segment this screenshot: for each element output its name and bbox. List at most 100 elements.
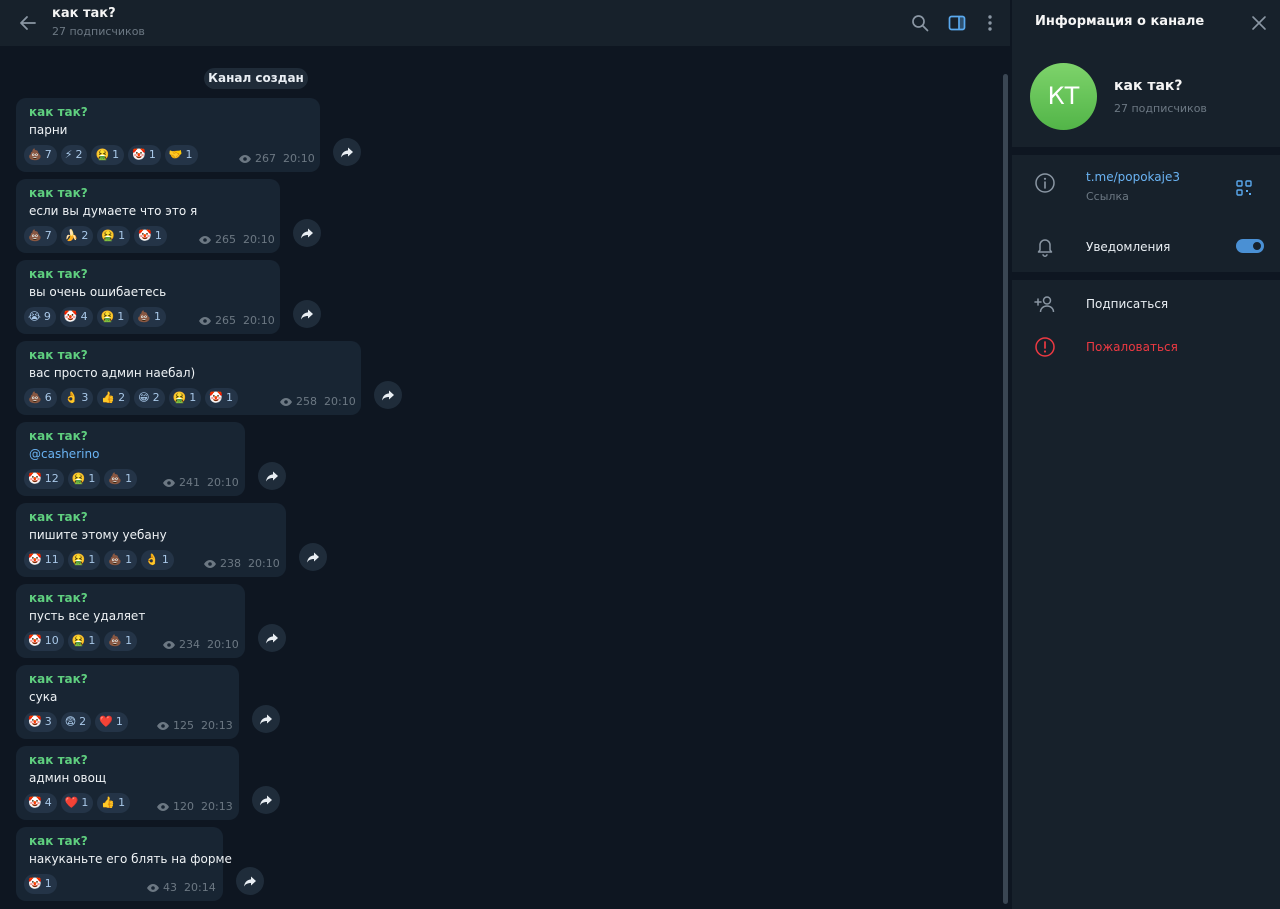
message-author[interactable]: как так? — [29, 834, 88, 848]
message-time: 20:10 — [207, 638, 239, 651]
more-vertical-icon[interactable] — [978, 11, 1002, 35]
subscribe-row[interactable]: Подписаться — [1012, 284, 1280, 324]
reaction-chip[interactable]: 💩6 — [24, 388, 57, 408]
reaction-chip[interactable]: 🤮1 — [67, 469, 101, 489]
reaction-chip[interactable]: 💩7 — [24, 145, 57, 165]
notifications-label: Уведомления — [1086, 240, 1171, 254]
reaction-chip[interactable]: ⚡2 — [60, 145, 88, 165]
reaction-chip[interactable]: 💩1 — [104, 550, 138, 570]
message-author[interactable]: как так? — [29, 591, 88, 605]
reaction-chip[interactable]: 🤡1 — [24, 874, 57, 894]
message-mention-link[interactable]: @casherino — [29, 447, 100, 461]
reaction-chip[interactable]: 🤡4 — [24, 793, 57, 813]
reaction-chip[interactable]: 😁2 — [134, 388, 165, 408]
reaction-chip[interactable]: 💩1 — [133, 307, 166, 327]
reaction-chip[interactable]: 👌3 — [60, 388, 94, 408]
reaction-chip[interactable]: 💩1 — [104, 469, 138, 489]
forward-button[interactable] — [258, 462, 286, 490]
reaction-chip[interactable]: 😭9 — [24, 307, 56, 327]
reaction-count: 1 — [88, 634, 96, 647]
reaction-chip[interactable]: 🤡4 — [59, 307, 93, 327]
reaction-chip[interactable]: 👌1 — [141, 550, 174, 570]
reaction-chip[interactable]: 👍1 — [97, 793, 131, 813]
message-author[interactable]: как так? — [29, 753, 88, 767]
views-eye-icon — [156, 719, 173, 732]
channel-link[interactable]: t.me/popokaje3 — [1086, 170, 1180, 184]
message-author[interactable]: как так? — [29, 267, 88, 281]
search-icon[interactable] — [908, 11, 932, 35]
reaction-chip[interactable]: 🤡11 — [24, 550, 64, 570]
reaction-chip[interactable]: 💩1 — [104, 631, 138, 651]
reaction-count: 1 — [125, 553, 133, 566]
reaction-chip[interactable]: ❤️1 — [95, 712, 128, 732]
reaction-chip[interactable]: 🤡3 — [24, 712, 57, 732]
reaction-count: 1 — [125, 634, 133, 647]
view-count: 120 — [173, 800, 194, 813]
view-count: 265 — [215, 314, 236, 327]
reaction-chip[interactable]: 🤮1 — [67, 550, 101, 570]
forward-button[interactable] — [252, 705, 280, 733]
scrollbar[interactable] — [1003, 74, 1008, 904]
reaction-count: 1 — [81, 796, 89, 809]
reaction-chip[interactable]: 👍2 — [97, 388, 131, 408]
back-arrow-icon[interactable] — [16, 11, 40, 35]
report-row[interactable]: Пожаловаться — [1012, 328, 1280, 368]
reaction-chip[interactable]: 🤮1 — [96, 307, 130, 327]
notifications-row[interactable]: Уведомления — [1012, 226, 1280, 268]
message-author[interactable]: как так? — [29, 672, 88, 686]
reaction-chip[interactable]: 🤮1 — [91, 145, 125, 165]
reaction-emoji: 🤮 — [71, 634, 86, 647]
forward-button[interactable] — [293, 219, 321, 247]
reaction-chip[interactable]: 🤡1 — [134, 226, 167, 246]
notifications-toggle[interactable] — [1236, 239, 1264, 253]
reaction-chip[interactable]: 🤡10 — [24, 631, 64, 651]
reaction-chip[interactable]: 🤡1 — [205, 388, 238, 408]
message-author[interactable]: как так? — [29, 348, 88, 362]
forward-button[interactable] — [236, 867, 264, 895]
forward-button[interactable] — [252, 786, 280, 814]
qr-code-icon[interactable] — [1235, 179, 1253, 197]
reaction-chip[interactable]: 💩7 — [24, 226, 57, 246]
close-icon[interactable] — [1248, 12, 1270, 34]
views-eye-icon — [279, 395, 296, 408]
message-author[interactable]: как так? — [29, 510, 88, 524]
sidebar-toggle-icon[interactable] — [945, 11, 969, 35]
reaction-chip[interactable]: 🤝1 — [164, 145, 198, 165]
message-bubble[interactable]: как так?вас просто админ наебал)💩6👌3👍2😁2… — [16, 341, 361, 415]
reaction-chip[interactable]: 🍌2 — [60, 226, 94, 246]
views-eye-icon — [238, 152, 255, 165]
forward-button[interactable] — [293, 300, 321, 328]
message-author[interactable]: как так? — [29, 186, 88, 200]
reaction-chip[interactable]: 🤮1 — [67, 631, 101, 651]
reaction-chip[interactable]: 😨2 — [60, 712, 92, 732]
channel-link-row[interactable]: t.me/popokaje3 Ссылка — [1012, 160, 1280, 218]
reaction-chip[interactable]: 🤮1 — [168, 388, 202, 408]
message-bubble[interactable]: как так?если вы думаете что это я💩7🍌2🤮1🤡… — [16, 179, 280, 253]
forward-button[interactable] — [374, 381, 402, 409]
forward-button[interactable] — [299, 543, 327, 571]
reaction-chip[interactable]: 🤡1 — [128, 145, 161, 165]
chat-title[interactable]: как так? — [52, 6, 116, 21]
message-author[interactable]: как так? — [29, 105, 88, 119]
message-author[interactable]: как так? — [29, 429, 88, 443]
reaction-chip[interactable]: ❤️1 — [60, 793, 94, 813]
forward-button[interactable] — [333, 138, 361, 166]
reaction-chip[interactable]: 🤡12 — [24, 469, 64, 489]
subscribe-button[interactable]: Подписаться — [1086, 297, 1169, 311]
report-button[interactable]: Пожаловаться — [1086, 340, 1178, 354]
forward-button[interactable] — [258, 624, 286, 652]
reaction-chip[interactable]: 🤮1 — [97, 226, 131, 246]
channel-avatar[interactable]: КТ — [1030, 63, 1097, 130]
reaction-count: 2 — [75, 148, 83, 161]
